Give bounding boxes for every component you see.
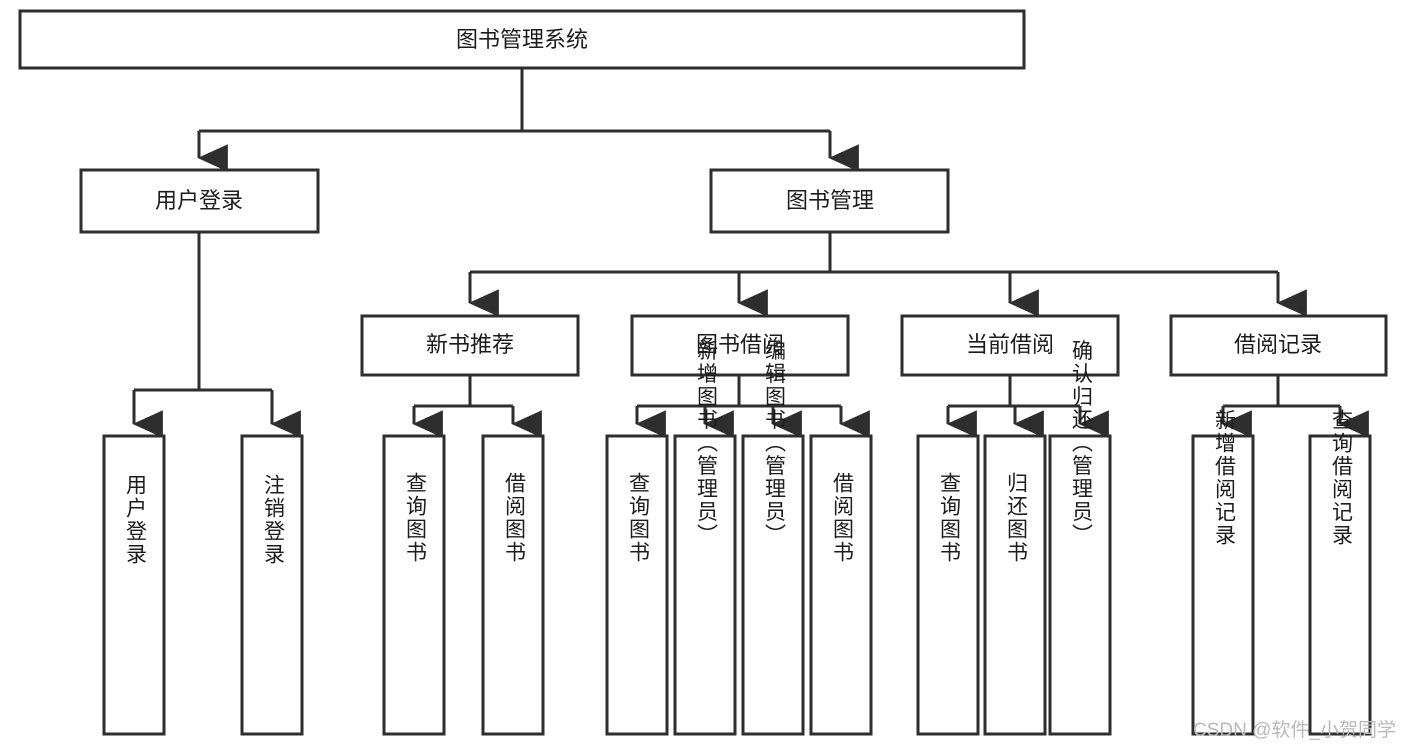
node-leaf-query-book-2[interactable]: 查询图书 <box>605 434 669 736</box>
node-leaf-add-record-box[interactable] <box>1191 434 1255 736</box>
node-leaf-user-logout[interactable]: 注销登录 <box>240 434 304 736</box>
node-leaf-borrow-book-1-label: 借阅图书 <box>502 472 526 564</box>
node-leaf-return-book-label: 归还图书 <box>1004 472 1028 564</box>
node-leaf-query-book-3-box[interactable] <box>916 434 980 736</box>
node-newbook-label: 新书推荐 <box>426 332 514 357</box>
node-leaf-add-book-label: 新增图书（管理员） <box>694 340 718 547</box>
node-leaf-user-login-box[interactable] <box>102 434 166 736</box>
node-root-box[interactable] <box>18 9 1026 70</box>
node-leaf-return-book-box[interactable] <box>983 434 1047 736</box>
node-login-label: 用户登录 <box>155 188 243 213</box>
node-current-label: 当前借阅 <box>966 332 1054 357</box>
node-leaf-user-login[interactable]: 用户登录 <box>102 434 166 736</box>
node-leaf-borrow-book-1-box[interactable] <box>481 434 545 736</box>
node-leaf-confirm-return-box[interactable] <box>1048 434 1112 736</box>
node-leaf-user-login-label: 用户登录 <box>123 474 147 566</box>
node-records[interactable]: 借阅记录 <box>1169 314 1388 377</box>
node-leaf-add-record-label: 新增借阅记录 <box>1212 409 1236 547</box>
node-leaf-borrow-book-2-label: 借阅图书 <box>830 472 854 564</box>
node-newbook-box[interactable] <box>360 314 580 377</box>
node-records-box[interactable] <box>1169 314 1388 377</box>
node-leaf-add-book-box[interactable] <box>673 434 737 736</box>
node-leaf-add-record[interactable]: 新增借阅记录 <box>1191 409 1255 736</box>
node-current-box[interactable] <box>900 314 1120 377</box>
node-records-label: 借阅记录 <box>1234 332 1322 357</box>
csdn-watermark: CSDN @软件_小贺同学 <box>1193 719 1396 741</box>
node-leaf-query-book-2-label: 查询图书 <box>626 472 650 564</box>
node-current[interactable]: 当前借阅 <box>900 314 1120 377</box>
node-leaf-borrow-book-2[interactable]: 借阅图书 <box>809 434 873 736</box>
node-leaf-confirm-return[interactable]: 确认归还（管理员） <box>1048 340 1112 736</box>
node-borrow-label: 图书借阅 <box>696 332 784 357</box>
node-login[interactable]: 用户登录 <box>79 168 320 234</box>
node-bookmgmt[interactable]: 图书管理 <box>709 168 950 234</box>
node-leaf-user-logout-label: 注销登录 <box>261 474 285 566</box>
node-bookmgmt-box[interactable] <box>709 168 950 234</box>
node-leaf-borrow-book-2-box[interactable] <box>809 434 873 736</box>
node-newbook[interactable]: 新书推荐 <box>360 314 580 377</box>
node-leaf-return-book[interactable]: 归还图书 <box>983 434 1047 736</box>
node-leaf-query-record-label: 查询借阅记录 <box>1329 409 1353 547</box>
node-leaf-confirm-return-label: 确认归还（管理员） <box>1069 340 1093 547</box>
node-bookmgmt-label: 图书管理 <box>786 188 874 213</box>
node-leaf-query-book-3-label: 查询图书 <box>937 472 961 564</box>
node-leaf-query-book-1-box[interactable] <box>382 434 446 736</box>
node-leaf-query-book-1-label: 查询图书 <box>403 472 427 564</box>
node-leaf-add-book[interactable]: 新增图书（管理员） <box>673 340 737 736</box>
node-leaf-edit-book[interactable]: 编辑图书（管理员） <box>741 340 805 736</box>
node-borrow-box[interactable] <box>630 314 850 377</box>
node-leaf-user-logout-box[interactable] <box>240 434 304 736</box>
node-leaf-borrow-book-1[interactable]: 借阅图书 <box>481 434 545 736</box>
node-leaf-query-book-1[interactable]: 查询图书 <box>382 434 446 736</box>
node-leaf-edit-book-box[interactable] <box>741 434 805 736</box>
node-root-label: 图书管理系统 <box>456 27 588 52</box>
node-borrow[interactable]: 图书借阅 <box>630 314 850 377</box>
node-leaf-query-book-3[interactable]: 查询图书 <box>916 434 980 736</box>
node-login-box[interactable] <box>79 168 320 234</box>
edge-layer <box>132 68 1369 438</box>
node-leaf-query-book-2-box[interactable] <box>605 434 669 736</box>
node-leaf-query-record[interactable]: 查询借阅记录 <box>1308 409 1372 736</box>
node-root[interactable]: 图书管理系统 <box>18 9 1026 70</box>
node-leaf-edit-book-label: 编辑图书（管理员） <box>762 340 786 547</box>
node-leaf-query-record-box[interactable] <box>1308 434 1372 736</box>
